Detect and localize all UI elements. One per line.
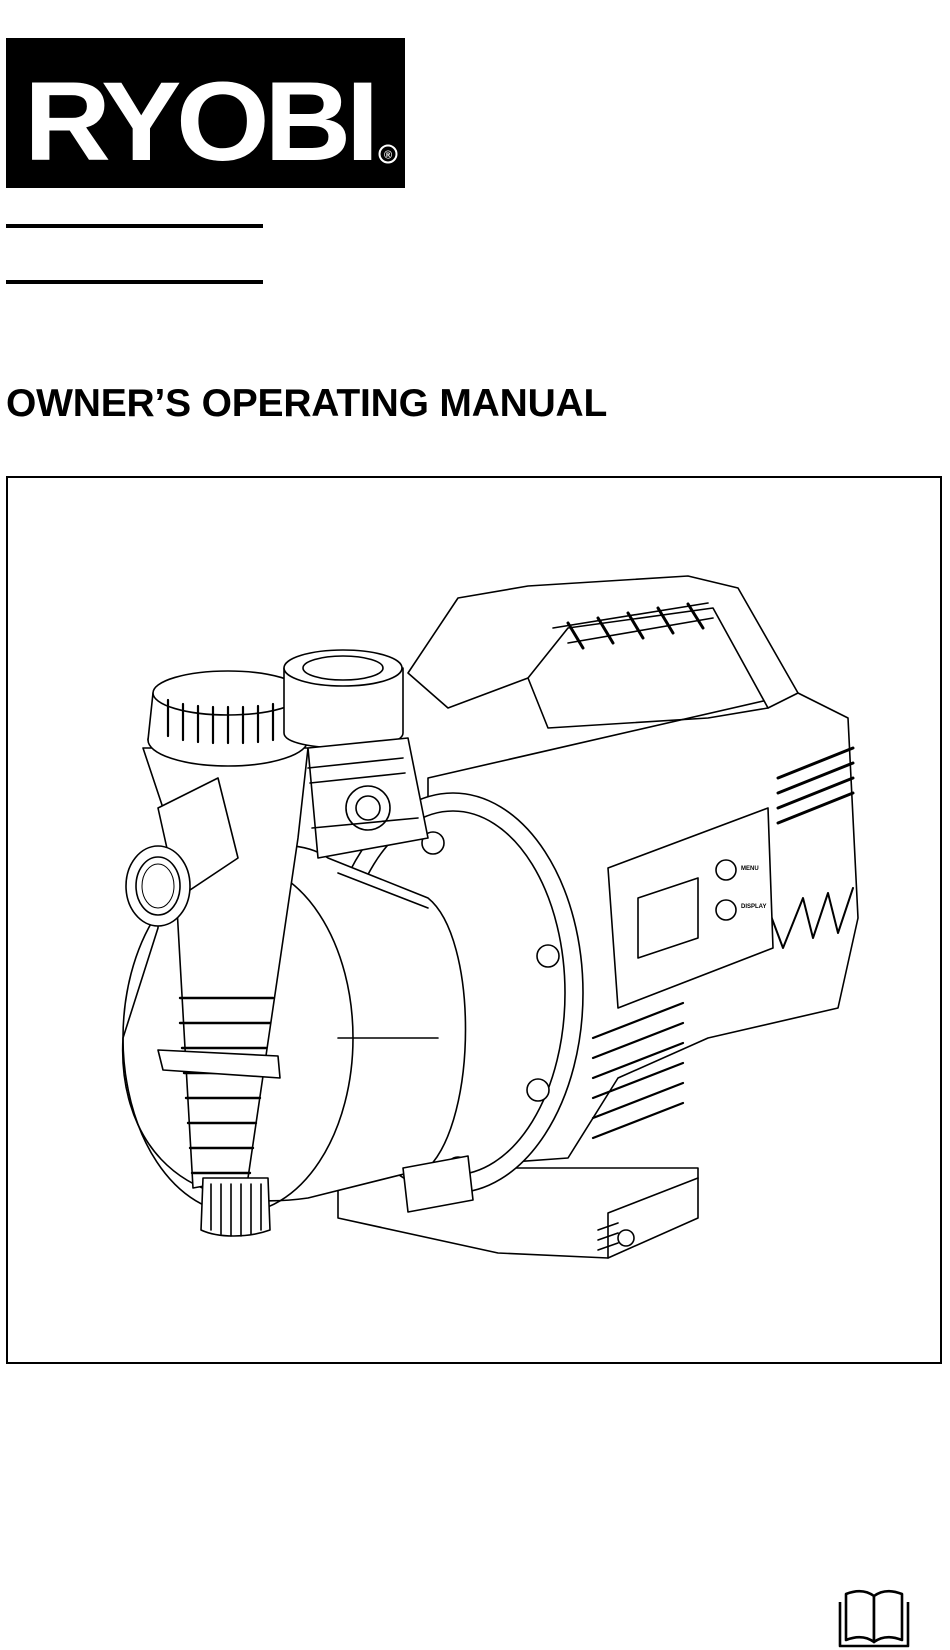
pump-base <box>338 1168 698 1258</box>
carry-handle <box>408 576 798 708</box>
brand-logo-graphic: RYOBI ® <box>6 38 405 188</box>
display-button-label: DISPLAY <box>741 904 766 910</box>
brand-logo: RYOBI ® <box>6 38 405 188</box>
registered-mark: ® <box>384 150 392 162</box>
menu-button <box>716 860 736 880</box>
model-number-rule <box>6 224 263 228</box>
open-book-icon <box>836 1588 912 1650</box>
base-screw <box>618 1230 634 1246</box>
display-button <box>716 900 736 920</box>
secondary-rule <box>6 280 263 284</box>
brand-logo-text: RYOBI <box>24 59 374 184</box>
product-illustration-frame: MENU DISPLAY <box>6 476 942 1364</box>
pump-illustration: MENU DISPLAY <box>8 478 940 1362</box>
menu-button-label: MENU <box>741 866 759 872</box>
flange-screw-right <box>537 945 559 967</box>
flange-screw-lower <box>527 1079 549 1101</box>
document-title: OWNER’S OPERATING MANUAL <box>6 380 607 428</box>
